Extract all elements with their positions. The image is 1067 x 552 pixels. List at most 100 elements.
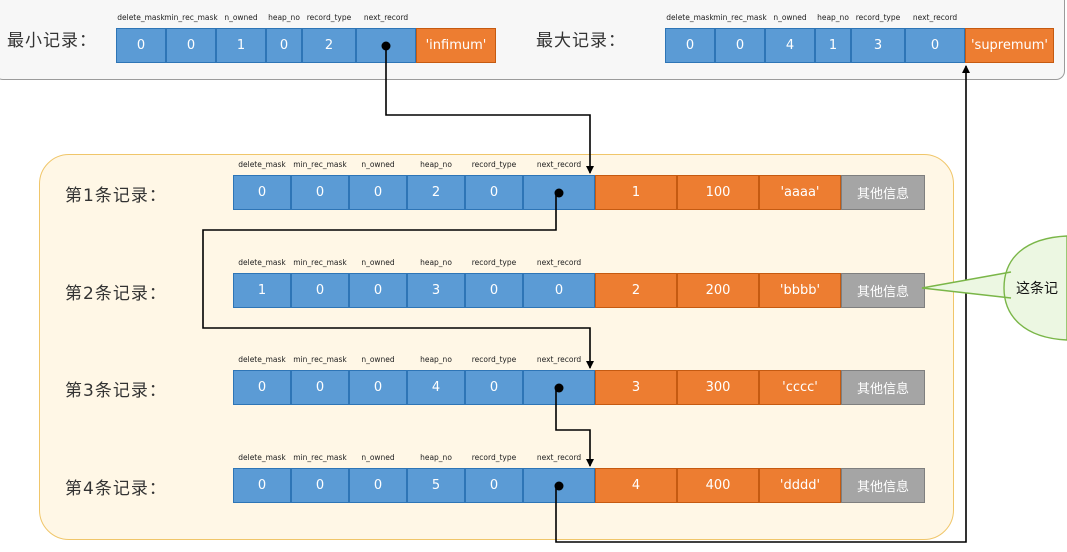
- record-2-data-1: 2: [595, 273, 677, 308]
- field-header: record_type: [471, 160, 517, 169]
- field-header: heap_no: [420, 355, 452, 364]
- min-record-label: 最小记录：: [7, 31, 97, 51]
- field-header: n_owned: [361, 160, 395, 169]
- field-header: min_rec_mask: [164, 13, 218, 22]
- record-3-data-1: 3: [595, 370, 677, 405]
- field-header: delete_mask: [238, 453, 286, 462]
- record-2-record-type: 0: [465, 273, 523, 308]
- record-3-n-owned: 0: [349, 370, 407, 405]
- field-header: record_type: [306, 13, 352, 22]
- record-1-min-rec-mask: 0: [291, 175, 349, 210]
- max-record-type: 3: [851, 28, 905, 63]
- field-header: heap_no: [268, 13, 300, 22]
- min-infimum: 'infimum': [416, 28, 496, 63]
- max-next-record: 0: [905, 28, 965, 63]
- record-4-delete-mask: 0: [233, 468, 291, 503]
- min-record: 0 0 1 0 2 'infimum': [116, 28, 496, 63]
- record-2-data-2: 200: [677, 273, 759, 308]
- record-2-data-3: 'bbbb': [759, 273, 841, 308]
- record-1-next-record: [523, 175, 595, 210]
- record-1-other-info: 其他信息: [841, 175, 925, 210]
- field-header: delete_mask: [238, 355, 286, 364]
- record-1-data-1: 1: [595, 175, 677, 210]
- record-2-label: 第2条记录：: [65, 284, 167, 304]
- field-header: min_rec_mask: [293, 355, 347, 364]
- field-header: record_type: [471, 453, 517, 462]
- field-header: delete_mask: [117, 13, 165, 22]
- field-header: heap_no: [420, 453, 452, 462]
- record-2-other-info: 其他信息: [841, 273, 925, 308]
- field-header: min_rec_mask: [293, 258, 347, 267]
- field-header: next_record: [536, 258, 582, 267]
- max-heap-no: 1: [815, 28, 851, 63]
- record-1-record-type: 0: [465, 175, 523, 210]
- field-header: record_type: [471, 355, 517, 364]
- record-4-label: 第4条记录：: [65, 479, 167, 499]
- max-record-label: 最大记录：: [536, 31, 626, 51]
- pointer-dot: [554, 481, 564, 490]
- record-2-next-record: 0: [523, 273, 595, 308]
- field-header: heap_no: [420, 160, 452, 169]
- record-3-next-record: [523, 370, 595, 405]
- field-header: min_rec_mask: [293, 160, 347, 169]
- record-4-record-type: 0: [465, 468, 523, 503]
- record-3-record-type: 0: [465, 370, 523, 405]
- record-2-min-rec-mask: 0: [291, 273, 349, 308]
- record-2-delete-mask: 1: [233, 273, 291, 308]
- record-3-data-2: 300: [677, 370, 759, 405]
- field-header: next_record: [536, 160, 582, 169]
- field-header: delete_mask: [238, 160, 286, 169]
- field-header: next_record: [536, 355, 582, 364]
- field-header: heap_no: [420, 258, 452, 267]
- record-4-min-rec-mask: 0: [291, 468, 349, 503]
- min-record-type: 2: [302, 28, 356, 63]
- record-4-data-3: 'dddd': [759, 468, 841, 503]
- record-2-n-owned: 0: [349, 273, 407, 308]
- min-next-record: [356, 28, 416, 63]
- pointer-dot: [554, 383, 564, 392]
- field-header: n_owned: [361, 355, 395, 364]
- record-1-delete-mask: 0: [233, 175, 291, 210]
- record-4-data-2: 400: [677, 468, 759, 503]
- record-4-heap-no: 5: [407, 468, 465, 503]
- record-4-other-info: 其他信息: [841, 468, 925, 503]
- field-header: heap_no: [817, 13, 849, 22]
- field-header: n_owned: [361, 453, 395, 462]
- field-header: next_record: [536, 453, 582, 462]
- min-min-rec-mask: 0: [166, 28, 216, 63]
- max-min-rec-mask: 0: [715, 28, 765, 63]
- min-delete-mask: 0: [116, 28, 166, 63]
- record-3-data-3: 'cccc': [759, 370, 841, 405]
- record-1-data-3: 'aaaa': [759, 175, 841, 210]
- min-heap-no: 0: [266, 28, 302, 63]
- record-3-other-info: 其他信息: [841, 370, 925, 405]
- record-3-heap-no: 4: [407, 370, 465, 405]
- record-1-heap-no: 2: [407, 175, 465, 210]
- field-header: delete_mask: [666, 13, 714, 22]
- record-2-heap-no: 3: [407, 273, 465, 308]
- pointer-dot: [381, 41, 391, 50]
- record-1-data-2: 100: [677, 175, 759, 210]
- field-header: n_owned: [773, 13, 807, 22]
- record-1-label: 第1条记录：: [65, 186, 167, 206]
- max-supremum: 'supremum': [965, 28, 1054, 63]
- record-3-label: 第3条记录：: [65, 381, 167, 401]
- field-header: n_owned: [224, 13, 258, 22]
- max-record: 0 0 4 1 3 0 'supremum': [665, 28, 1054, 63]
- max-n-owned: 4: [765, 28, 815, 63]
- field-header: min_rec_mask: [293, 453, 347, 462]
- record-3-min-rec-mask: 0: [291, 370, 349, 405]
- field-header: n_owned: [361, 258, 395, 267]
- record-4-next-record: [523, 468, 595, 503]
- min-n-owned: 1: [216, 28, 266, 63]
- callout-text: 这条记: [1016, 281, 1058, 297]
- pointer-dot: [554, 188, 564, 197]
- field-header: next_record: [912, 13, 958, 22]
- record-4-data-1: 4: [595, 468, 677, 503]
- record-4-n-owned: 0: [349, 468, 407, 503]
- field-header: next_record: [363, 13, 409, 22]
